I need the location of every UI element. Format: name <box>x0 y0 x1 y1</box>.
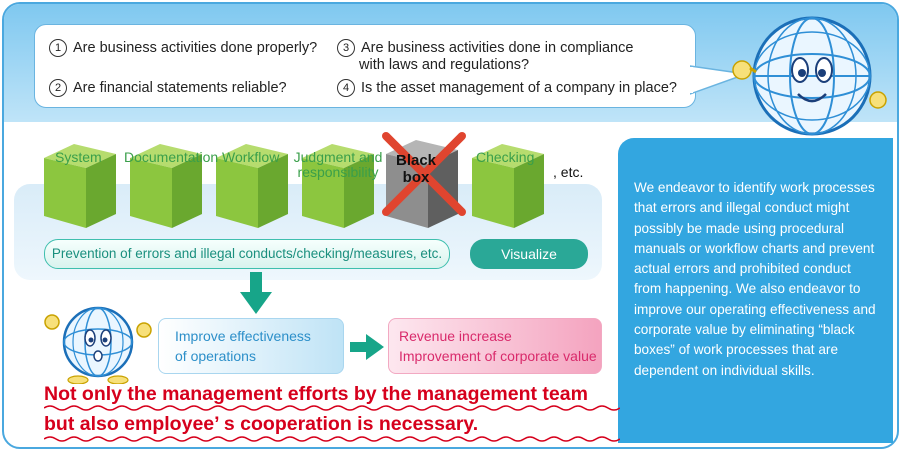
improve-effectiveness-box: Improve effectiveness of operations <box>158 318 344 374</box>
message-line-1: Not only the management efforts by the m… <box>44 383 588 405</box>
cube-label-documentation: Documentation <box>124 149 219 165</box>
improve-line-2: of operations <box>175 348 256 364</box>
description-panel: We endeavor to identify work processes t… <box>618 138 893 443</box>
cube-label-system: System <box>55 149 102 165</box>
cube-label-checking: Checking <box>476 149 535 165</box>
cube-label-black-box: Black box <box>395 152 437 186</box>
right-arrow-icon <box>350 334 384 360</box>
wavy-underline-1 <box>44 405 620 411</box>
wavy-underline-2 <box>44 436 620 442</box>
small-globe-mascot-icon <box>44 306 152 384</box>
revenue-box: Revenue increase Improvement of corporat… <box>388 318 602 374</box>
globe-mascot-icon <box>732 16 887 136</box>
revenue-line-2: Improvement of corporate value <box>399 348 597 364</box>
etc-label: , etc. <box>553 164 584 180</box>
description-text: We endeavor to identify work processes t… <box>634 180 876 378</box>
revenue-line-1: Revenue increase <box>399 328 512 344</box>
cube-label-judgment: Judgment and responsibility <box>293 149 383 180</box>
prevention-banner: Prevention of errors and illegal conduct… <box>44 239 450 269</box>
speech-tail <box>690 65 747 95</box>
question-3-continued: with laws and regulations? <box>359 57 530 73</box>
cube-label-workflow: Workflow <box>222 149 280 165</box>
visualize-badge: Visualize <box>470 239 588 269</box>
down-arrow-icon <box>240 272 272 314</box>
improve-line-1: Improve effectiveness <box>175 328 311 344</box>
message-line-2: but also employee’ s cooperation is nece… <box>44 413 479 435</box>
